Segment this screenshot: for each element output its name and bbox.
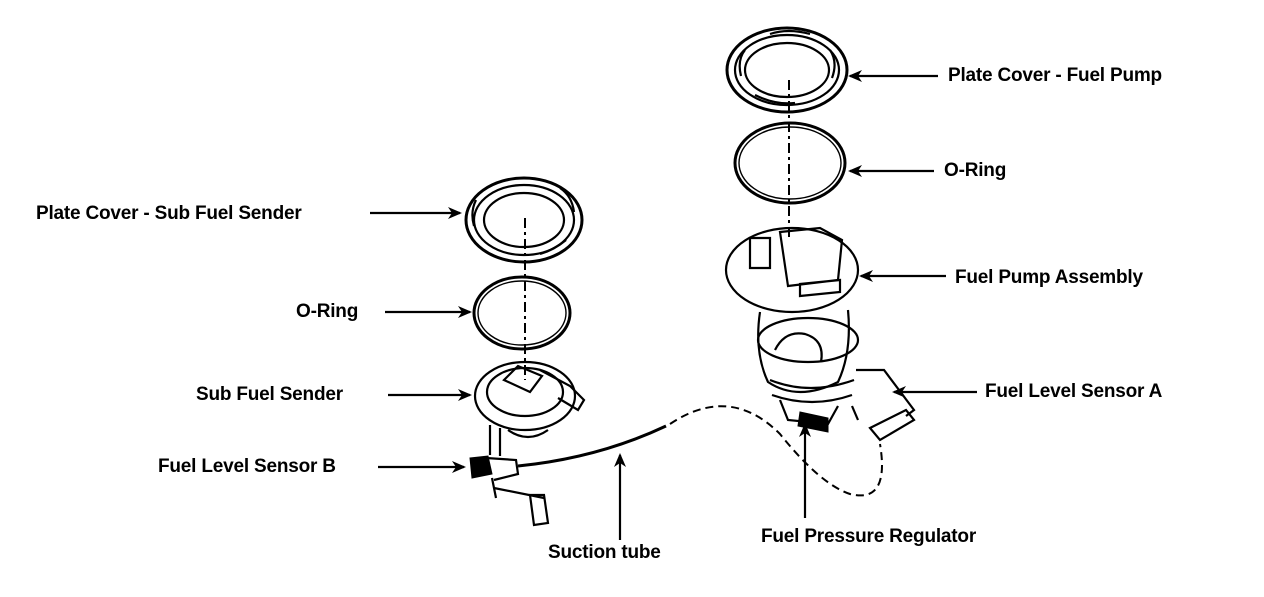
label-fuel-level-sensor-b: Fuel Level Sensor B <box>158 456 336 477</box>
fuel-pump-assembly-part <box>724 226 860 433</box>
fuel-level-sensor-a-part <box>856 368 916 442</box>
label-fuel-pressure-regulator: Fuel Pressure Regulator <box>761 526 977 547</box>
label-fuel-level-sensor-a: Fuel Level Sensor A <box>985 381 1163 402</box>
plate-cover-fuel-pump-part <box>725 26 849 114</box>
fuel-level-sensor-b-part <box>469 455 550 527</box>
label-o-ring-left: O-Ring <box>296 301 359 322</box>
leader-lines <box>370 70 977 540</box>
label-suction-tube: Suction tube <box>548 542 661 563</box>
label-plate-cover-fuel-pump: Plate Cover - Fuel Pump <box>948 65 1162 86</box>
o-ring-left-part <box>472 275 572 351</box>
label-fuel-pump-assembly: Fuel Pump Assembly <box>955 267 1143 288</box>
plate-cover-sub-fuel-sender-part <box>464 176 584 264</box>
label-o-ring-right: O-Ring <box>944 160 1007 181</box>
sub-fuel-sender-part <box>473 360 586 456</box>
label-sub-fuel-sender: Sub Fuel Sender <box>196 384 343 405</box>
suction-tube-part <box>517 405 883 497</box>
label-plate-cover-sub-fuel-sender: Plate Cover - Sub Fuel Sender <box>36 203 302 224</box>
o-ring-right-part <box>733 121 847 205</box>
